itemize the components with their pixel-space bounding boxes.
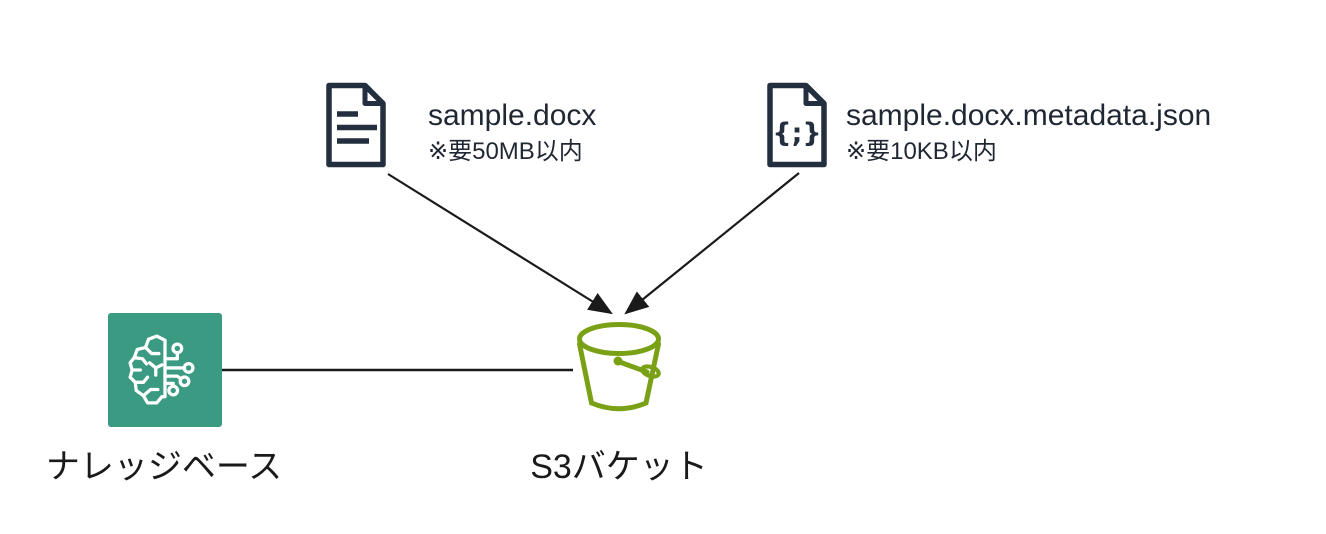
edge-metadata-to-s3-bucket bbox=[624, 172, 800, 315]
metadata-size-note: ※要10KB以内 bbox=[846, 138, 997, 165]
metadata-file-label: sample.docx.metadata.json ※要10KB以内 bbox=[846, 99, 1211, 166]
knowledge-base-node bbox=[108, 313, 222, 427]
docx-file-name: sample.docx bbox=[428, 99, 597, 132]
document-icon bbox=[326, 82, 386, 168]
json-file-icon: {;} bbox=[767, 82, 827, 168]
metadata-file-name: sample.docx.metadata.json bbox=[846, 99, 1212, 132]
knowledge-base-label: ナレッジベース bbox=[45, 448, 283, 486]
s3-bucket-icon bbox=[577, 322, 661, 412]
docx-size-note: ※要50MB以内 bbox=[428, 138, 583, 165]
json-braces-glyph: {;} bbox=[772, 118, 821, 149]
docx-file-label: sample.docx ※要50MB以内 bbox=[428, 99, 596, 166]
edge-docx-to-s3-bucket bbox=[387, 173, 613, 315]
s3-bucket-label: S3バケット bbox=[530, 448, 708, 486]
brain-circuit-icon bbox=[128, 334, 195, 405]
